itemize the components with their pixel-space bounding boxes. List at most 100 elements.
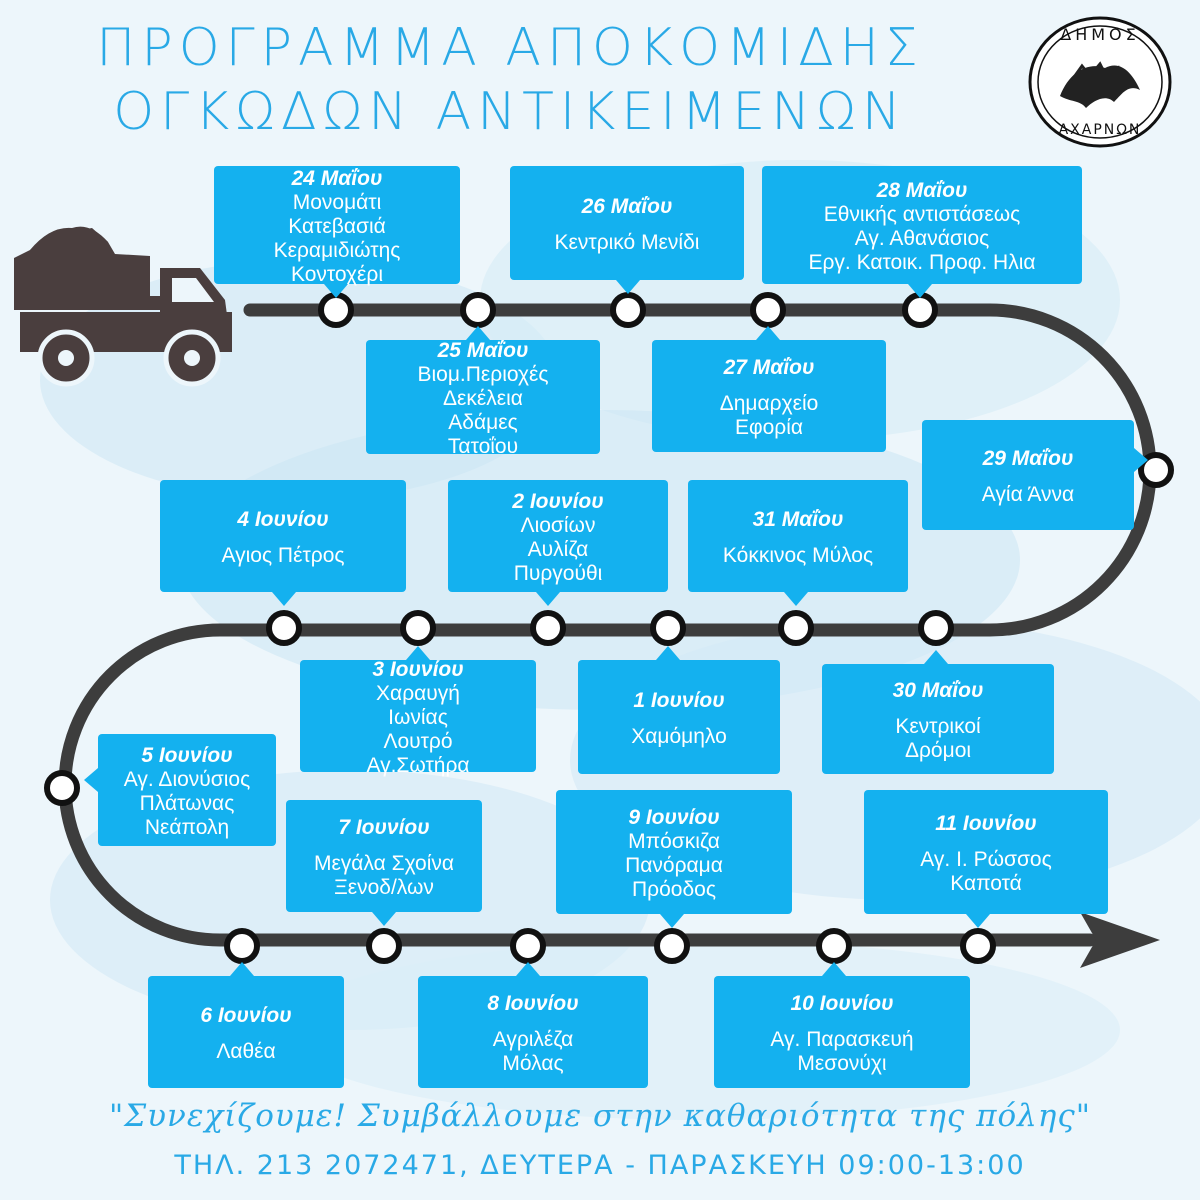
schedule-date: 28 Μαΐου: [876, 179, 968, 202]
schedule-date: 26 Μαΐου: [581, 195, 673, 218]
spacer: [688, 532, 908, 544]
schedule-place: Εφορία: [734, 416, 804, 439]
schedule-place: Μπόσκιζα: [628, 830, 720, 853]
card-pointer: [660, 914, 684, 928]
schedule-place: Πρόοδος: [632, 878, 716, 901]
schedule-place: Νεάπολη: [144, 816, 230, 839]
schedule-date: 10 Ιουνίου: [790, 992, 894, 1015]
schedule-place: Εργ. Κατοικ. Προφ. Ηλια: [808, 251, 1036, 274]
schedule-place: Τατοΐου: [447, 435, 519, 458]
svg-text:ΔΗΜΟΣ: ΔΗΜΟΣ: [1060, 25, 1139, 44]
spacer: [510, 219, 744, 231]
card-pointer: [406, 646, 430, 660]
route-stop-marker: [918, 610, 954, 646]
schedule-place: Χαραυγή: [376, 682, 460, 705]
road-arrow-head: [1080, 912, 1160, 968]
route-stop-marker: [366, 928, 402, 964]
schedule-date: 24 Μαΐου: [291, 167, 383, 190]
schedule-place: Κεντρικοί: [895, 715, 981, 738]
schedule-place: Κεντρικό Μενίδι: [554, 231, 700, 254]
schedule-date: 7 Ιουνίου: [338, 816, 430, 839]
card-pointer: [822, 962, 846, 976]
route-stop-marker: [816, 928, 852, 964]
schedule-date: 6 Ιουνίου: [200, 1004, 292, 1027]
schedule-place: Μόλας: [502, 1052, 564, 1075]
schedule-place: Αγιος Πέτρος: [221, 544, 345, 567]
schedule-place: Μεγάλα Σχοίνα: [313, 852, 455, 875]
card-pointer: [908, 284, 932, 298]
card-pointer: [1134, 448, 1148, 472]
route-stop-marker: [610, 292, 646, 328]
page-title-line2: ΟΓΚΩΔΩΝ ΑΝΤΙΚΕΙΜΕΝΩΝ: [113, 82, 907, 142]
schedule-place: Λαθέα: [216, 1040, 276, 1063]
schedule-date: 3 Ιουνίου: [372, 658, 464, 681]
schedule-date: 11 Ιουνίου: [935, 812, 1037, 835]
card-pointer: [372, 912, 396, 926]
schedule-place: Δρόμοι: [904, 739, 972, 762]
card-pointer: [230, 962, 254, 976]
schedule-place: Αγ.Σωτήρα: [366, 754, 470, 777]
spacer: [160, 532, 406, 544]
route-stop-marker: [654, 928, 690, 964]
schedule-place: Χαμόμηλο: [631, 725, 727, 748]
schedule-place: Αγ. Αθανάσιος: [854, 227, 990, 250]
schedule-date: 9 Ιουνίου: [628, 806, 720, 829]
schedule-place: Κόκκινος Μύλος: [722, 544, 874, 567]
card-pointer: [466, 326, 490, 340]
card-pointer: [756, 326, 780, 340]
spacer: [822, 703, 1054, 715]
schedule-place: Αγία Άννα: [981, 483, 1075, 506]
card-pointer: [784, 592, 808, 606]
schedule-place: Ξενοδ/λων: [334, 876, 434, 899]
card-pointer: [536, 592, 560, 606]
spacer: [652, 380, 886, 392]
route-stop-marker: [266, 610, 302, 646]
schedule-date: 2 Ιουνίου: [512, 490, 604, 513]
schedule-date: 8 Ιουνίου: [487, 992, 579, 1015]
route-stop-marker: [960, 928, 996, 964]
schedule-date: 30 Μαΐου: [892, 679, 984, 702]
schedule-place: Αδάμες: [448, 411, 518, 434]
schedule-place: Αγ. Διονύσιος: [123, 768, 251, 791]
route-stop-marker: [750, 292, 786, 328]
card-pointer: [616, 280, 640, 294]
schedule-date: 31 Μαΐου: [752, 508, 844, 531]
schedule-place: Δεκέλεια: [443, 387, 523, 410]
road-path: [58, 303, 1157, 947]
card-pointer: [924, 650, 948, 664]
schedule-place: Λουτρό: [383, 730, 453, 753]
schedule-place: Ιωνίας: [388, 706, 448, 729]
schedule-place: Πλάτωνας: [139, 792, 235, 815]
dump-truck-icon: [14, 226, 232, 387]
spacer: [714, 1016, 970, 1028]
municipality-seal-logo: ΔΗΜΟΣ ΑΧΑΡΝΩΝ: [1028, 16, 1172, 148]
spacer: [864, 836, 1108, 848]
card-pointer: [516, 962, 540, 976]
route-stop-marker: [400, 610, 436, 646]
card-pointer: [966, 914, 990, 928]
schedule-date: 4 Ιουνίου: [237, 508, 329, 531]
schedule-date: 29 Μαΐου: [982, 447, 1074, 470]
schedule-place: Αγ. Ι. Ρώσσος: [920, 848, 1052, 871]
page-title-line1: ΠΡΟΓΡΑΜΜΑ ΑΠΟΚΟΜΙΔΗΣ: [96, 18, 924, 78]
route-stop-marker: [650, 610, 686, 646]
schedule-place: Αυλίζα: [527, 538, 589, 561]
schedule-place: Αγριλέζα: [492, 1028, 574, 1051]
schedule-date: 27 Μαΐου: [723, 356, 815, 379]
card-pointer: [324, 284, 348, 298]
